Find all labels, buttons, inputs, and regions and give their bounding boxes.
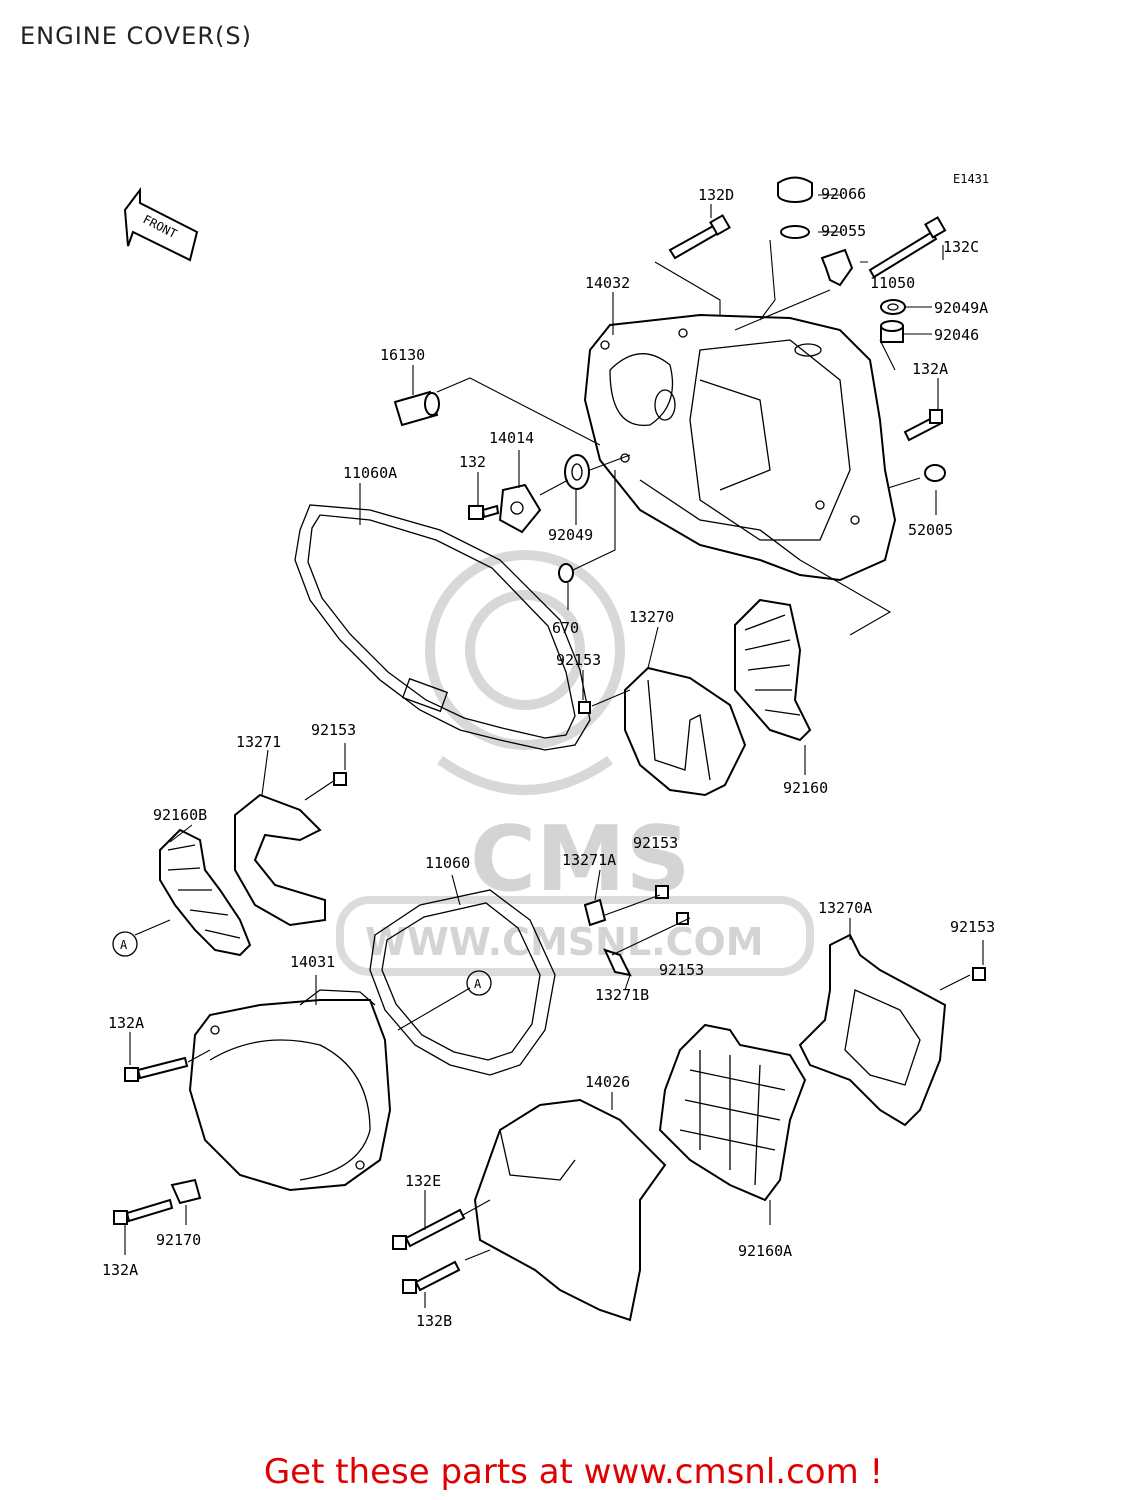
page-title: ENGINE COVER(S) [20, 22, 252, 50]
washer-92049A [880, 299, 906, 315]
label-92066: 92066 [821, 185, 866, 203]
grille-92160B [159, 828, 252, 957]
plate-14014 [498, 483, 542, 534]
footer-promo-text: Get these parts at www.cmsnl.com ! [263, 1452, 884, 1492]
label-11060: 11060 [425, 854, 470, 872]
label-14031: 14031 [290, 953, 335, 971]
gasket-11060 [369, 889, 556, 1076]
label-132C: 132C [943, 238, 979, 256]
leader-lines [124, 194, 984, 1308]
label-13271: 13271 [236, 733, 281, 751]
screw-92153-e [972, 967, 986, 981]
bolt-132A-bot [113, 1198, 174, 1225]
clutch-cover-14032 [583, 313, 897, 582]
label-13271B: 13271B [595, 986, 649, 1004]
watermark-url: WWW.CMSNL.COM [365, 920, 764, 964]
label-92160B: 92160B [153, 806, 207, 824]
label-92046: 92046 [934, 326, 979, 344]
o-ring-670 [558, 563, 574, 583]
label-13270: 13270 [629, 608, 674, 626]
label-52005: 52005 [908, 521, 953, 539]
bolt-132 [468, 504, 500, 520]
ref-marker-a-right: A [466, 970, 492, 996]
label-14026: 14026 [585, 1073, 630, 1091]
label-92153-d: 92153 [659, 961, 704, 979]
label-132B: 132B [416, 1312, 452, 1330]
label-13271A: 13271A [562, 851, 616, 869]
label-92160: 92160 [783, 779, 828, 797]
bolt-132B [402, 1260, 461, 1294]
label-16130: 16130 [380, 346, 425, 364]
oil-seal-52005 [924, 464, 946, 482]
label-13270A: 13270A [818, 899, 872, 917]
gasket-11060A [294, 504, 591, 751]
label-92153-a: 92153 [556, 651, 601, 669]
grille-92160A [658, 1023, 807, 1202]
label-92055: 92055 [821, 222, 866, 240]
label-92170: 92170 [156, 1231, 201, 1249]
label-132E: 132E [405, 1172, 441, 1190]
label-132: 132 [459, 453, 486, 471]
label-670: 670 [552, 619, 579, 637]
watermark-brand: CMS [470, 807, 690, 912]
generator-cover-14031 [188, 989, 392, 1192]
svg-text:A: A [474, 977, 482, 991]
label-132D: 132D [698, 186, 734, 204]
label-132A-mid: 132A [108, 1014, 144, 1032]
watermark: CMS WWW.CMSNL.COM [336, 550, 814, 976]
front-arrow-icon: FRONT [123, 187, 199, 262]
plug-16130 [393, 390, 440, 427]
label-92049A: 92049A [934, 299, 988, 317]
bolt-132A-top [903, 409, 943, 442]
guard-14026 [473, 1098, 667, 1322]
screw-92153-d [676, 912, 689, 925]
clamp-92170 [170, 1178, 202, 1205]
label-92153-c: 92153 [633, 834, 678, 852]
label-92049: 92049 [548, 526, 593, 544]
bracket-11050 [820, 248, 854, 287]
label-11060A: 11060A [343, 464, 397, 482]
grille-92160 [734, 598, 812, 742]
part-labels: 132D 92066 92055 132C 11050 92049A 92046… [102, 185, 995, 1330]
label-92153-b: 92153 [311, 721, 356, 739]
label-92153-e: 92153 [950, 918, 995, 936]
bolt-132D [668, 214, 731, 260]
clip-13271A [583, 898, 607, 927]
screw-92153-a [578, 701, 591, 714]
cap-92066 [777, 176, 813, 203]
label-14014: 14014 [489, 429, 534, 447]
plate-13270A [798, 933, 947, 1127]
label-132A-top: 132A [912, 360, 948, 378]
bolt-132A-mid [124, 1056, 189, 1082]
ref-marker-a-left: A [112, 931, 138, 957]
plate-13270 [624, 666, 747, 797]
exploded-parts-diagram: CMS WWW.CMSNL.COM E1431 FRONT [102, 172, 995, 1330]
label-132A-bot: 132A [102, 1261, 138, 1279]
diagram-code: E1431 [953, 172, 989, 186]
screw-92153-b [333, 772, 347, 786]
bolt-132C [868, 216, 947, 279]
o-ring-92055 [780, 225, 810, 239]
label-14032: 14032 [585, 274, 630, 292]
bolt-132E [392, 1208, 466, 1250]
svg-text:A: A [120, 938, 128, 952]
plate-13271 [234, 793, 326, 927]
seal-92049 [564, 454, 590, 490]
bushing-92046 [880, 320, 904, 343]
label-11050: 11050 [870, 274, 915, 292]
label-92160A: 92160A [738, 1242, 792, 1260]
